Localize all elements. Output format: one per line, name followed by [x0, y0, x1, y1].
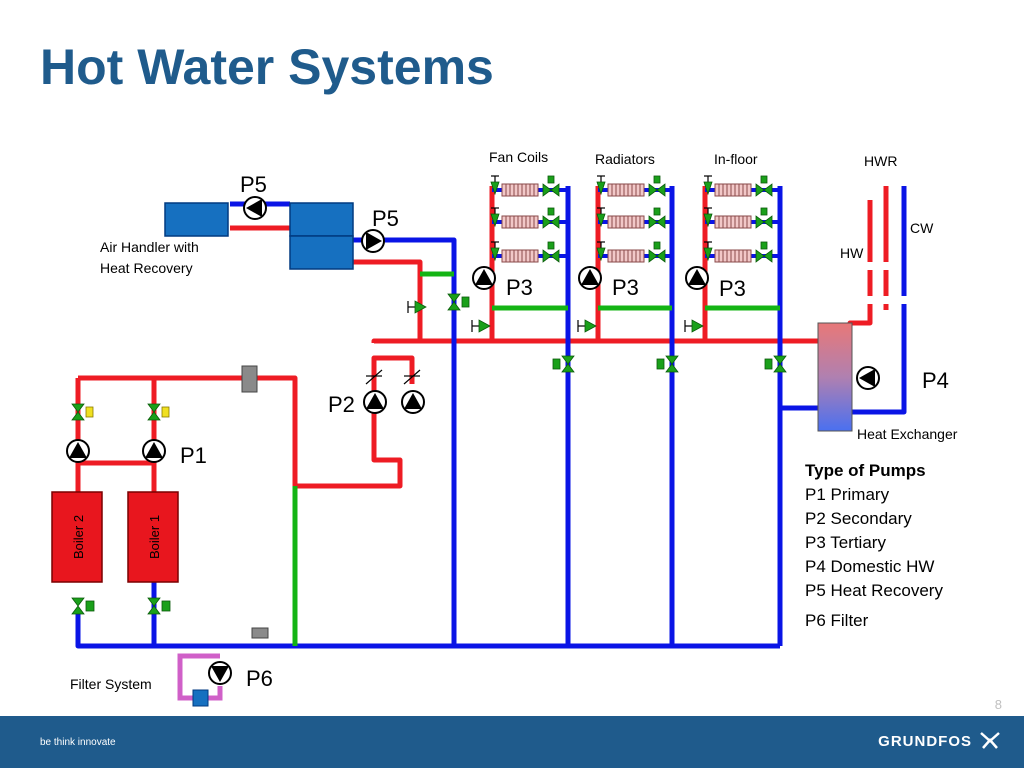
filter-system-label: Filter System [70, 676, 152, 692]
legend-item-p6: P6 Filter [805, 611, 869, 630]
boiler-2-label: Boiler 2 [71, 515, 86, 559]
hwr-label: HWR [864, 153, 897, 169]
legend-item-p5: P5 Heat Recovery [805, 581, 943, 600]
filter-unit [192, 689, 209, 707]
air-handler-top [289, 202, 354, 237]
hw-label: HW [840, 245, 864, 261]
boiler-1 [127, 491, 179, 583]
pump-p2-b [401, 390, 425, 414]
pump-label-p6: P6 [246, 666, 273, 691]
pump-p3-radiator [578, 266, 602, 290]
pump-label-p3-radiator: P3 [612, 275, 639, 300]
page-number: 8 [994, 697, 1002, 712]
radiators-label: Radiators [595, 151, 655, 167]
pump-label-p2: P2 [328, 392, 355, 417]
fan-coils-label: Fan Coils [489, 149, 548, 165]
legend-item-p2: P2 Secondary [805, 509, 912, 528]
legend-item-p3: P3 Tertiary [805, 533, 886, 552]
pump-p3-infloor [685, 266, 709, 290]
return-pipes [75, 186, 907, 649]
air-handler-bottom [289, 235, 354, 270]
pump-label-p3-infloor: P3 [719, 276, 746, 301]
air-separator [241, 365, 258, 393]
pump-label-p1: P1 [180, 443, 207, 468]
pump-label-p5-top: P5 [240, 172, 267, 197]
legend-item-p1: P1 Primary [805, 485, 890, 504]
filter-loop-pipe [177, 653, 223, 701]
grundfos-logo-icon [980, 732, 1000, 749]
air-handler-label-line1: Air Handler with [100, 239, 199, 255]
boiler-2 [51, 491, 103, 583]
pump-p1-boiler2 [66, 439, 90, 463]
pump-p3-fancoil [472, 266, 496, 290]
pump-p1-boiler1 [142, 439, 166, 463]
heat-exchanger-label: Heat Exchanger [857, 426, 958, 442]
pump-p5-right [361, 229, 385, 253]
footer-tagline: be think innovate [40, 737, 116, 748]
footer-bar: be think innovate GRUNDFOS [0, 716, 1024, 768]
filter-port [251, 627, 269, 639]
pump-legend: Type of Pumps P1 Primary P2 Secondary P3… [805, 459, 943, 633]
brand-logo-text: GRUNDFOS [878, 733, 972, 750]
boiler-1-label: Boiler 1 [147, 515, 162, 559]
page-title: Hot Water Systems [40, 39, 494, 95]
legend-heading: Type of Pumps [805, 461, 926, 480]
valves [71, 293, 787, 615]
air-handler-label-line2: Heat Recovery [100, 260, 193, 276]
legend-item-p4: P4 Domestic HW [805, 557, 935, 576]
supply-pipes [75, 186, 889, 492]
pump-p5-left [243, 196, 267, 220]
pump-label-p5-bottom: P5 [372, 206, 399, 231]
air-handler-left [164, 202, 229, 237]
hot-water-system-diagram: Boiler 2 Boiler 1 [51, 149, 958, 707]
cw-label: CW [910, 220, 934, 236]
pump-p6 [208, 661, 232, 685]
pump-label-p3-fancoil: P3 [506, 275, 533, 300]
heat-exchanger [817, 322, 853, 432]
bypass-pipes [292, 271, 780, 646]
pump-p4 [856, 366, 880, 390]
hw-piping-breaks [866, 262, 908, 304]
pump-p2-a [363, 390, 387, 414]
pump-label-p4: P4 [922, 368, 949, 393]
in-floor-label: In-floor [714, 151, 758, 167]
